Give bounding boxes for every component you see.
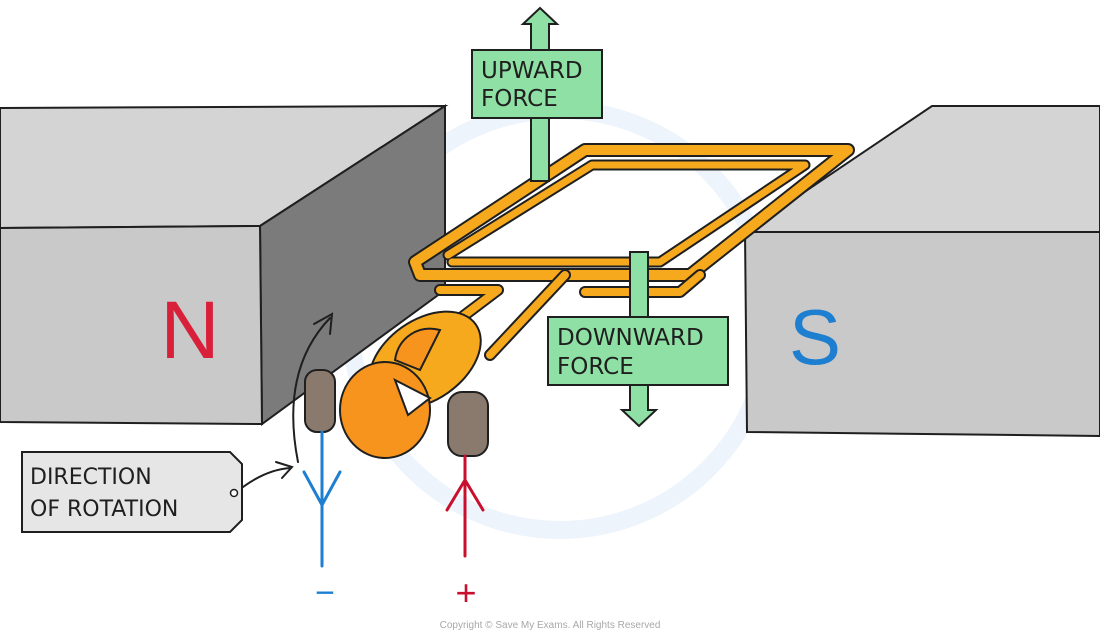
downward-force-label-line2: FORCE [557,354,634,380]
south-magnet: S [741,105,1100,438]
positive-brush [447,391,489,457]
negative-terminal: − [315,574,335,612]
downward-force-label-line1: DOWNWARD [557,325,704,351]
upward-force-label-line1: UPWARD [481,58,583,84]
downward-force-box [547,316,729,386]
north-magnet-front [0,224,264,426]
upward-force-box [471,49,603,119]
upward-force-label-line2: FORCE [481,86,558,112]
rotation-label-line1: DIRECTION [30,465,152,490]
positive-wire [445,454,485,558]
north-magnet: N [0,104,449,426]
south-magnet-front [743,231,1100,438]
rotation-label-tag: DIRECTION OF ROTATION [21,451,243,533]
positive-terminal: + [455,572,476,613]
negative-wire [302,430,342,568]
north-pole-label: N [160,285,219,376]
negative-brush [304,369,336,433]
split-ring-commutator [304,310,489,459]
south-pole-label: S [789,293,841,381]
rotation-label-line2: OF ROTATION [30,497,178,522]
upward-force: UPWARD FORCE [471,6,603,182]
copyright-notice: Copyright © Save My Exams. All Rights Re… [439,620,661,631]
downward-force: DOWNWARD FORCE [547,251,729,428]
